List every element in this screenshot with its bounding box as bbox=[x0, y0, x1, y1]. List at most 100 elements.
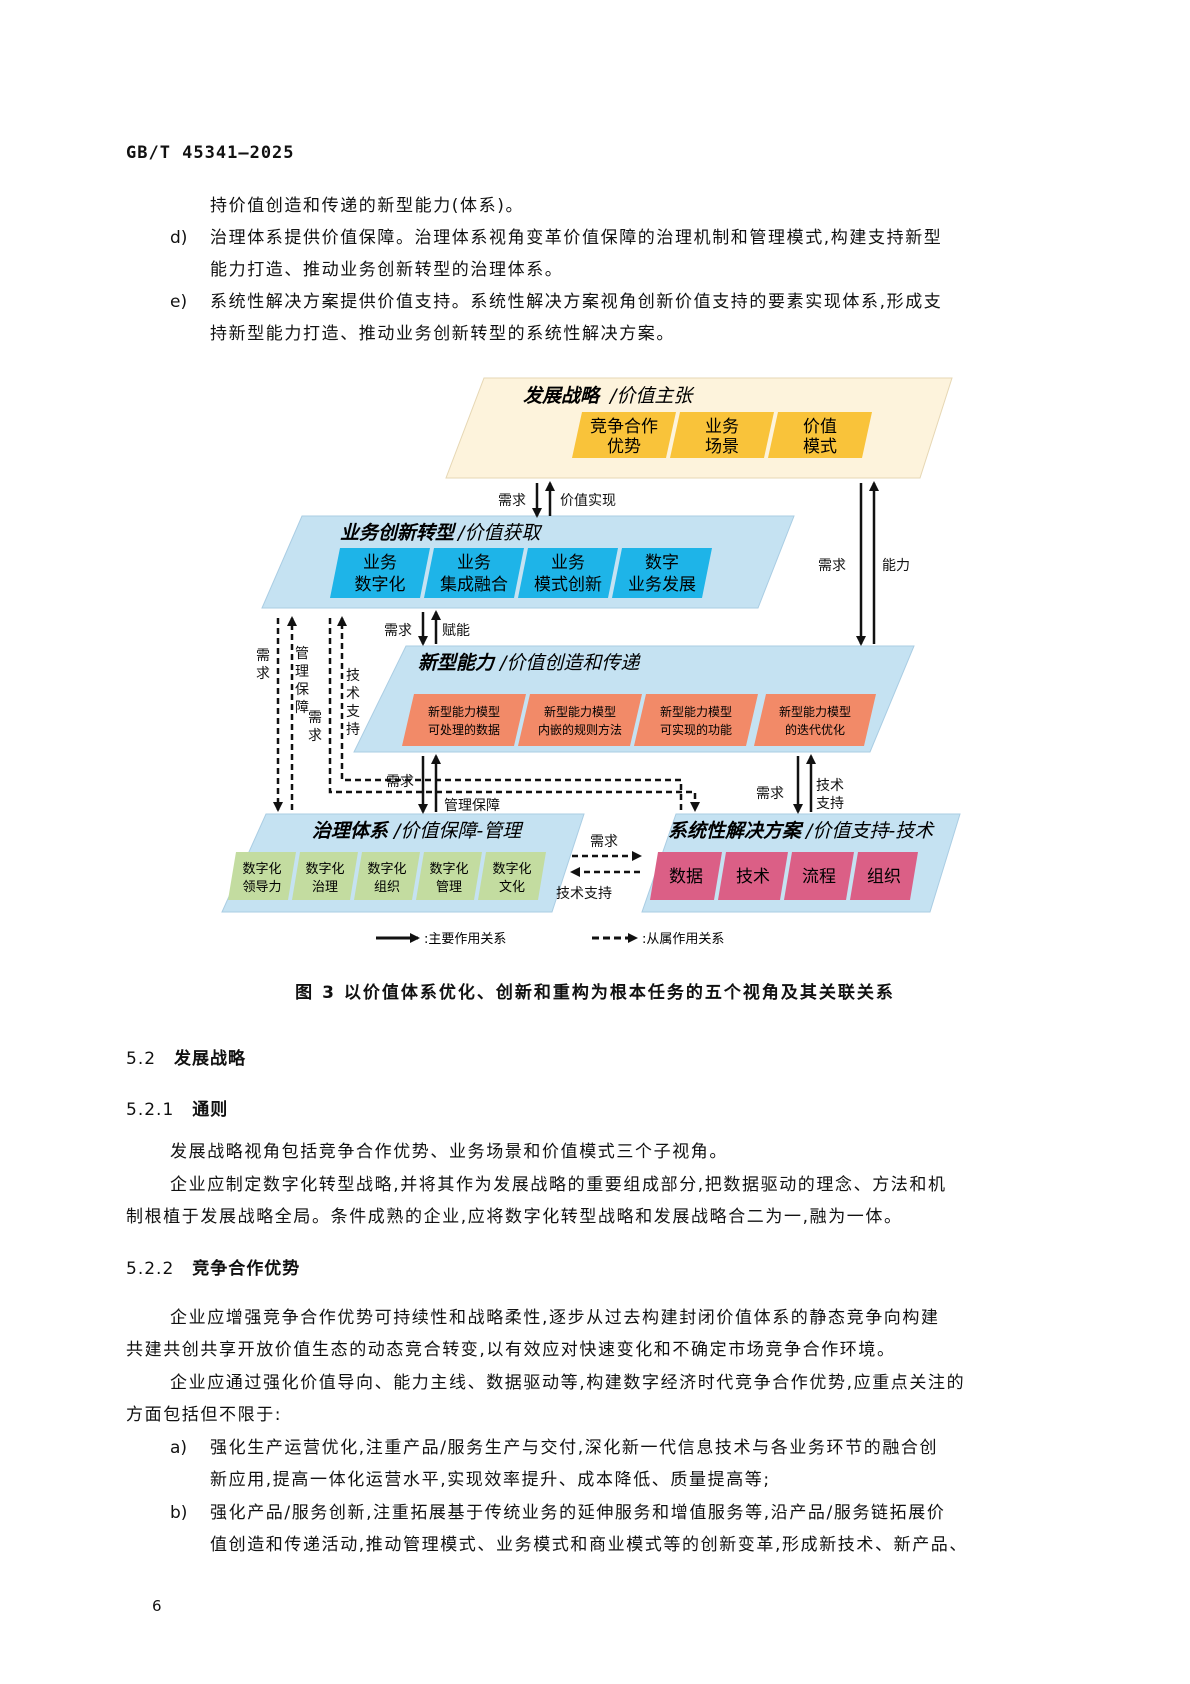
business-box-3: 业务 模式创新 bbox=[518, 548, 618, 598]
main-arrows bbox=[418, 481, 879, 814]
item-d-label: d) bbox=[170, 228, 188, 248]
item-e-line2: 持新型能力打造、推动业务创新转型的系统性解决方案。 bbox=[210, 324, 675, 344]
label-mgmt-guarantee: 管理保障 bbox=[444, 798, 500, 814]
solution-box-4: 组织 bbox=[850, 852, 918, 900]
business-box-1: 业务 数字化 bbox=[330, 548, 430, 598]
page-number: 6 bbox=[152, 1597, 162, 1615]
svg-text:流程: 流程 bbox=[802, 867, 836, 887]
svg-text:业务: 业务 bbox=[457, 553, 491, 573]
svg-text:数字化: 数字化 bbox=[305, 862, 344, 877]
svg-text:新型能力模型: 新型能力模型 bbox=[660, 704, 732, 719]
strategy-title: 发展战略 bbox=[523, 385, 602, 407]
item-a-line1: 强化生产运营优化,注重产品/服务生产与交付,深化新一代信息技术与各业务环节的融合… bbox=[210, 1438, 939, 1458]
strategy-box-3: 价值 模式 bbox=[768, 412, 872, 458]
label-demand-5: 需求 bbox=[386, 774, 414, 790]
svg-text:新型能力模型: 新型能力模型 bbox=[779, 704, 851, 719]
solution-box-3: 流程 bbox=[784, 852, 854, 900]
para-1: 发展战略视角包括竞争合作优势、业务场景和价值模式三个子视角。 bbox=[170, 1142, 728, 1162]
solution-box-1: 数据 bbox=[650, 852, 722, 900]
item-b-line2: 值创造和传递活动,推动管理模式、业务模式和商业模式等的创新变革,形成新技术、新产… bbox=[210, 1535, 969, 1555]
legend-sub-label: :从属作用关系 bbox=[642, 932, 724, 947]
item-e-line1: 系统性解决方案提供价值支持。系统性解决方案视角创新价值支持的要素实现体系,形成支 bbox=[210, 292, 943, 312]
label-demand-v2-b: 求 bbox=[308, 728, 322, 744]
svg-text:场景: 场景 bbox=[705, 437, 739, 457]
capability-box-3: 新型能力模型 可实现的功能 bbox=[634, 694, 758, 746]
label-tech-v-2: 术 bbox=[346, 686, 360, 702]
label-demand-4: 需求 bbox=[756, 786, 784, 802]
label-tech-v-4: 持 bbox=[346, 722, 360, 738]
svg-text:数字化: 数字化 bbox=[429, 862, 468, 877]
capability-subtitle: /价值创造和传递 bbox=[498, 652, 641, 674]
svg-text:新型能力模型: 新型能力模型 bbox=[544, 704, 616, 719]
business-title: 业务创新转型 bbox=[340, 522, 457, 544]
label-mgmt-v-4: 障 bbox=[295, 700, 309, 716]
strategy-subtitle: /价值主张 bbox=[608, 385, 695, 407]
svg-text:模式: 模式 bbox=[803, 437, 837, 457]
label-tech-support-2b: 支持 bbox=[816, 796, 844, 812]
svg-text:的迭代优化: 的迭代优化 bbox=[785, 722, 845, 737]
label-demand-v1-a: 需 bbox=[256, 648, 270, 664]
svg-text:业务: 业务 bbox=[551, 553, 585, 573]
label-demand-2: 需求 bbox=[818, 558, 846, 574]
governance-title: 治理体系 bbox=[312, 820, 390, 842]
svg-text:组织: 组织 bbox=[867, 867, 901, 887]
svg-text:领导力: 领导力 bbox=[242, 880, 281, 895]
svg-text:内嵌的规则方法: 内嵌的规则方法 bbox=[538, 722, 622, 737]
svg-text:模式创新: 模式创新 bbox=[534, 575, 602, 595]
label-demand-3: 需求 bbox=[384, 623, 412, 639]
capability-box-1: 新型能力模型 可处理的数据 bbox=[402, 694, 526, 746]
label-empower: 赋能 bbox=[442, 623, 470, 639]
label-value-realization: 价值实现 bbox=[560, 493, 616, 509]
svg-text:数字化: 数字化 bbox=[492, 862, 531, 877]
item-d-line2: 能力打造、推动业务创新转型的治理体系。 bbox=[210, 260, 564, 280]
governance-box-2: 数字化 治理 bbox=[292, 852, 358, 900]
solution-title: 系统性解决方案 bbox=[668, 820, 804, 842]
para-3-line1: 企业应增强竞争合作优势可持续性和战略柔性,逐步从过去构建封闭价值体系的静态竞争向… bbox=[170, 1308, 940, 1328]
governance-box-3: 数字化 组织 bbox=[354, 852, 420, 900]
item-a-line2: 新应用,提高一体化运营水平,实现效率提升、成本降低、质量提高等; bbox=[210, 1470, 771, 1490]
svg-text:新型能力模型: 新型能力模型 bbox=[428, 704, 500, 719]
item-d-line1: 治理体系提供价值保障。治理体系视角变革价值保障的治理机制和管理模式,构建支持新型 bbox=[210, 228, 943, 248]
solution-subtitle: /价值支持-技术 bbox=[804, 820, 935, 842]
svg-text:业务: 业务 bbox=[705, 417, 739, 437]
svg-text:治理: 治理 bbox=[312, 880, 338, 895]
legend-main-label: :主要作用关系 bbox=[424, 932, 506, 947]
svg-text:技术: 技术 bbox=[736, 867, 770, 887]
item-a-label: a) bbox=[170, 1438, 188, 1458]
label-mgmt-v-3: 保 bbox=[295, 682, 309, 698]
label-tech-v-1: 技 bbox=[346, 668, 360, 684]
label-tech-v-3: 支 bbox=[346, 704, 360, 720]
para-3-line2: 共建共创共享开放价值生态的动态竞合转变,以有效应对快速变化和不确定市场竞争合作环… bbox=[126, 1340, 896, 1360]
svg-text:业务发展: 业务发展 bbox=[628, 575, 696, 595]
svg-text:可处理的数据: 可处理的数据 bbox=[428, 722, 500, 737]
svg-text:管理: 管理 bbox=[436, 880, 462, 895]
svg-text:价值: 价值 bbox=[803, 417, 837, 437]
business-subtitle: /价值获取 bbox=[456, 522, 543, 544]
svg-text:数字: 数字 bbox=[645, 553, 679, 573]
business-box-4: 数字 业务发展 bbox=[612, 548, 712, 598]
svg-text:文化: 文化 bbox=[499, 880, 525, 895]
svg-text:业务: 业务 bbox=[363, 553, 397, 573]
five-perspectives-diagram: 发展战略 /价值主张 竞争合作 优势 业务 场景 价值 模式 业务创新转型 /价… bbox=[221, 377, 961, 947]
subordinate-arrows bbox=[273, 616, 700, 877]
item-b-line1: 强化产品/服务创新,注重拓展基于传统业务的延伸服务和增值服务等,沿产品/服务链拓… bbox=[210, 1503, 946, 1523]
svg-text:数字化: 数字化 bbox=[355, 575, 406, 595]
business-box-2: 业务 集成融合 bbox=[424, 548, 524, 598]
label-tech-support-2a: 技术 bbox=[816, 778, 844, 794]
solution-box-2: 技术 bbox=[718, 852, 788, 900]
svg-text:数据: 数据 bbox=[669, 867, 703, 887]
item-e-label: e) bbox=[170, 292, 188, 312]
capability-box-2: 新型能力模型 内嵌的规则方法 bbox=[518, 694, 642, 746]
governance-box-4: 数字化 管理 bbox=[416, 852, 482, 900]
label-demand-6: 需求 bbox=[590, 834, 618, 850]
document-code: GB/T 45341—2025 bbox=[126, 143, 295, 163]
legend: :主要作用关系 :从属作用关系 bbox=[376, 932, 724, 947]
capability-box-4: 新型能力模型 的迭代优化 bbox=[754, 694, 876, 746]
governance-box-1: 数字化 领导力 bbox=[228, 852, 296, 900]
governance-box-5: 数字化 文化 bbox=[478, 852, 546, 900]
label-mgmt-v-1: 管 bbox=[295, 646, 309, 662]
svg-text:优势: 优势 bbox=[607, 437, 641, 457]
